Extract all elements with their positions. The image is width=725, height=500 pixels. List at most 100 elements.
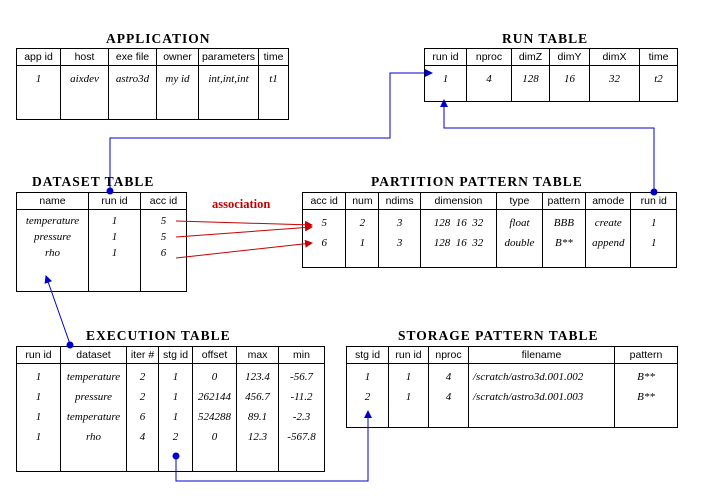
dataset-acc-id: 6	[160, 247, 167, 259]
cell-value: 1	[172, 411, 179, 423]
cell-value: -56.7	[290, 371, 313, 383]
column-header: run id	[424, 48, 467, 66]
cell-value: 2	[364, 391, 371, 403]
column-header: iter #	[126, 346, 159, 364]
table-cell: /scratch/astro3d.001.002/scratch/astro3d…	[468, 363, 615, 428]
column-header: stg id	[158, 346, 193, 364]
cell-value: 456.7	[245, 391, 270, 403]
run-table: run id nproc dimZ dimY dimX time 1 4 128…	[424, 48, 678, 102]
link-execution-to-dataset	[44, 275, 71, 345]
table-cell: aixdev	[60, 65, 109, 120]
cell-value: 4	[139, 431, 146, 443]
link-start-dot	[66, 341, 74, 349]
association-arrow	[175, 239, 313, 259]
table-cell: t1	[258, 65, 289, 120]
link-start-dot	[172, 452, 180, 460]
column-header: run id	[16, 346, 61, 364]
column-header: parameters	[198, 48, 259, 66]
cell-value: 1	[35, 431, 42, 443]
link-partition-to-run	[440, 99, 655, 192]
cell-value: temperature	[66, 411, 121, 423]
cell-value: B**	[637, 391, 655, 403]
dataset-table-title: DATASET TABLE	[32, 174, 155, 189]
table-cell: temperature pressure rho	[16, 209, 89, 292]
cell-value: append	[592, 237, 625, 249]
column-header: max	[236, 346, 279, 364]
cell-value: 128 16 32	[433, 217, 484, 229]
cell-value: 262144	[198, 391, 231, 403]
cell-value: 1	[172, 391, 179, 403]
table-cell: 128	[511, 65, 550, 102]
table-row: 1 aixdev astro3d my id int,int,int t1	[16, 65, 289, 120]
table-cell: -56.7-11.2-2.3-567.8	[278, 363, 325, 472]
cell-value: B**	[637, 371, 655, 383]
cell-value: 1	[172, 371, 179, 383]
column-header: acc id	[301, 192, 347, 210]
cell-value: float	[509, 217, 530, 229]
cell-value: 5	[321, 217, 327, 229]
cell-value: -2.3	[292, 411, 311, 423]
cell-value: 2	[172, 431, 179, 443]
dataset-run-id: 1	[111, 231, 118, 243]
table-cell: 32	[589, 65, 640, 102]
association-label: association	[212, 197, 271, 211]
table-cell: B** B**	[614, 363, 678, 428]
table-row: temperature pressure rho 1 1 1 5 5 6	[16, 209, 187, 292]
cell-value: B**	[554, 237, 573, 249]
dataset-table: name run id acc id temperature pressure …	[16, 192, 187, 292]
storage-table-title: STORAGE PATTERN TABLE	[398, 328, 599, 343]
cell-value: 1	[364, 371, 371, 383]
table-cell: t2	[639, 65, 678, 102]
cell-value: 4	[445, 391, 452, 403]
table-cell: 128 16 32 128 16 32	[419, 209, 498, 268]
table-cell: int,int,int	[198, 65, 259, 120]
run-table-title: RUN TABLE	[502, 31, 589, 46]
cell-value: 123.4	[245, 371, 270, 383]
cell-value: 2	[359, 217, 366, 229]
table-cell: 1	[16, 65, 61, 120]
cell-value: 12.3	[247, 431, 268, 443]
cell-value: 128 16 32	[433, 237, 484, 249]
dataset-acc-id: 5	[160, 231, 167, 243]
cell-value: 1	[650, 217, 657, 229]
association-arrow	[175, 220, 313, 229]
cell-value: 6	[321, 237, 327, 249]
dataset-run-id: 1	[111, 215, 118, 227]
link-application-to-run	[109, 69, 433, 190]
cell-value: rho	[85, 431, 102, 443]
table-header-row: stg id run id nproc filename pattern	[346, 346, 678, 364]
partition-table-title: PARTITION PATTERN TABLE	[371, 174, 583, 189]
cell-value: 0	[211, 371, 218, 383]
table-cell: astro3d	[108, 65, 157, 120]
cell-value: 89.1	[247, 411, 268, 423]
cell-value: 0	[211, 431, 218, 443]
application-title: APPLICATION	[106, 31, 211, 46]
cell-value: 3	[396, 217, 403, 229]
cell-value: 1	[35, 371, 42, 383]
table-header-row: run id dataset iter # stg id offset max …	[16, 346, 325, 364]
cell-value: 1	[650, 237, 657, 249]
cell-value: pressure	[74, 391, 113, 403]
cell-value: 3	[396, 237, 403, 249]
cell-value: 2	[139, 391, 146, 403]
column-header: offset	[192, 346, 237, 364]
cell-value: /scratch/astro3d.001.003	[473, 391, 584, 403]
partition-pattern-table: acc id num ndims dimension type pattern …	[301, 192, 677, 268]
cell-value: 1	[35, 411, 42, 423]
dataset-name: rho	[44, 247, 61, 259]
link-execution-to-storage	[175, 410, 372, 482]
cell-value: -11.2	[290, 391, 313, 403]
cell-value: 2	[139, 371, 146, 383]
application-table: app id host exe file owner parameters ti…	[16, 48, 289, 120]
column-header: dataset	[60, 346, 127, 364]
association-arrow	[175, 223, 313, 238]
